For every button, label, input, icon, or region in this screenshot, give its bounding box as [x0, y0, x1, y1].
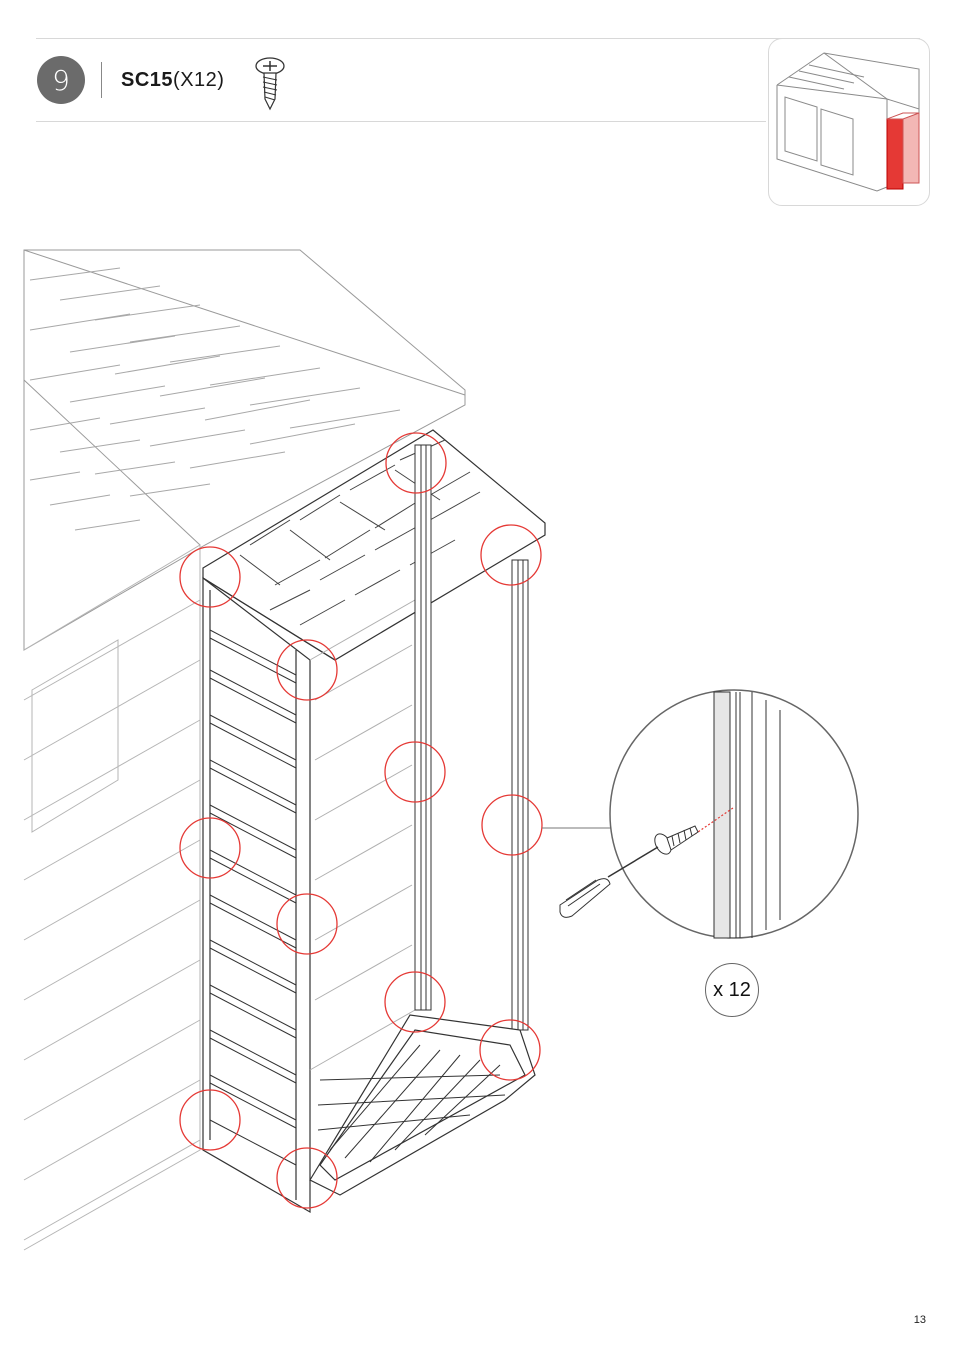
quantity-badge: x 12	[705, 963, 759, 1017]
assembly-illustration	[0, 240, 954, 1270]
step-number-badge: 9	[37, 56, 85, 104]
part-quantity: (X12)	[173, 69, 224, 91]
header-bottom-rule	[36, 121, 766, 122]
screw-icon	[252, 55, 288, 111]
part-label: SC15(X12)	[121, 69, 224, 92]
part-code: SC15	[121, 69, 173, 91]
header-divider	[101, 62, 102, 98]
shed-thumbnail	[768, 38, 930, 206]
page-number: 13	[914, 1314, 926, 1326]
